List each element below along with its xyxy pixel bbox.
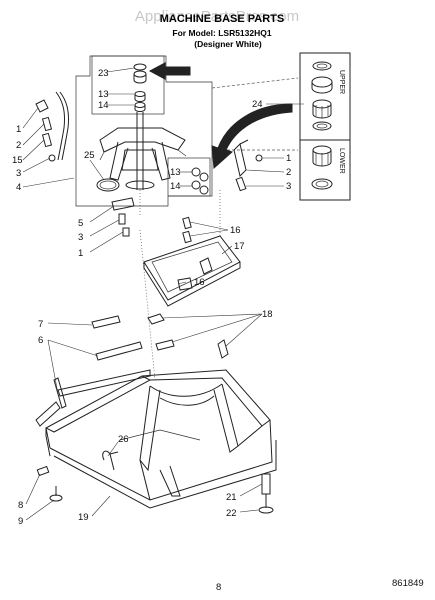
page-title: MACHINE BASE PARTS bbox=[160, 13, 284, 25]
pan-frame bbox=[143, 216, 241, 307]
callout-26: 26 bbox=[118, 434, 129, 445]
callout-1-left: 1 bbox=[16, 124, 21, 135]
callout-25: 25 bbox=[84, 150, 95, 161]
watermark-text: AppliancePartsPros.com bbox=[135, 8, 299, 25]
bearing-inset: UPPER LOWER bbox=[299, 52, 351, 201]
callout-23: 23 bbox=[98, 68, 109, 79]
callout-3-right: 3 bbox=[286, 181, 291, 192]
callout-5: 5 bbox=[78, 218, 83, 229]
callout-9: 9 bbox=[18, 516, 23, 527]
callout-14-upper: 14 bbox=[98, 100, 109, 111]
callout-14-lower: 14 bbox=[170, 181, 181, 192]
model-line: For Model: LSR5132HQ1 bbox=[172, 28, 271, 38]
callout-13-upper: 13 bbox=[98, 89, 109, 100]
callout-19: 19 bbox=[78, 512, 89, 523]
callout-21: 21 bbox=[226, 492, 237, 503]
page-number: 8 bbox=[216, 582, 221, 593]
callout-2-right: 2 bbox=[286, 167, 291, 178]
base-frame bbox=[35, 313, 277, 514]
callout-22: 22 bbox=[226, 508, 237, 519]
transmission-assembly-group bbox=[35, 55, 213, 237]
inset-lower-label: LOWER bbox=[338, 148, 345, 174]
callout-8: 8 bbox=[18, 500, 23, 511]
callout-17: 17 bbox=[234, 241, 245, 252]
callout-1-lower: 1 bbox=[78, 248, 83, 259]
callout-2-left: 2 bbox=[16, 140, 21, 151]
callout-4: 4 bbox=[16, 182, 21, 193]
callout-3-left: 3 bbox=[16, 168, 21, 179]
inset-upper-label: UPPER bbox=[338, 70, 345, 94]
callout-3-lower: 3 bbox=[78, 232, 83, 243]
callout-7: 7 bbox=[38, 319, 43, 330]
figure-code: 861849 bbox=[392, 578, 424, 589]
callout-13-lower: 13 bbox=[170, 167, 181, 178]
color-line: (Designer White) bbox=[194, 39, 262, 49]
callout-24: 24 bbox=[252, 99, 263, 110]
callout-16-lower: 16 bbox=[194, 277, 205, 288]
callout-18: 18 bbox=[262, 309, 273, 320]
callout-6: 6 bbox=[38, 335, 43, 346]
callout-16-upper: 16 bbox=[230, 225, 241, 236]
callout-1-right: 1 bbox=[286, 153, 291, 164]
callout-15: 15 bbox=[12, 155, 23, 166]
